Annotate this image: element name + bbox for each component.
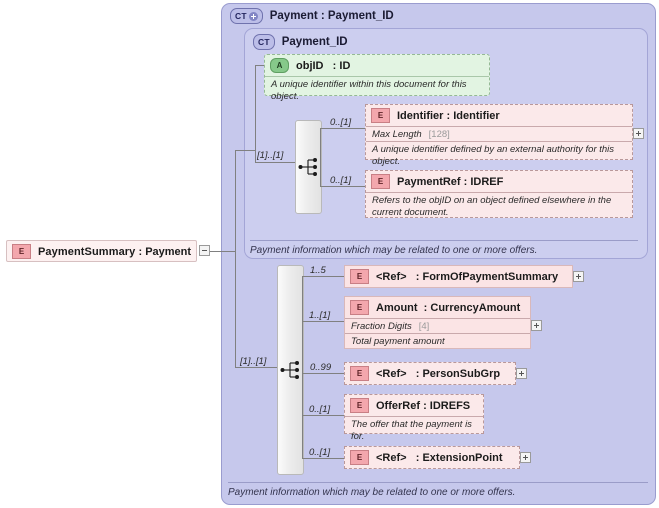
- cardinality-offer-ref: 0..[1]: [309, 404, 331, 415]
- outer-container-footer: Payment information which may be related…: [228, 482, 652, 498]
- cardinality-person-sub-grp: 0..99: [310, 362, 332, 373]
- root-collapse-toggle[interactable]: [199, 245, 210, 256]
- element-amount-description: Total payment amount: [345, 333, 530, 350]
- sequence-icon: [298, 158, 317, 176]
- element-identifier-description: A unique identifier defined by an extern…: [366, 141, 632, 170]
- root-element-payment-summary[interactable]: E PaymentSummary : Payment: [6, 240, 197, 262]
- complextype-icon: CT: [230, 8, 263, 24]
- element-person-sub-grp-title: <Ref> : PersonSubGrp: [376, 367, 501, 380]
- plus-icon[interactable]: [248, 11, 258, 21]
- element-amount-title: Amount : CurrencyAmount: [376, 301, 521, 314]
- element-identifier-title: Identifier : Identifier: [397, 109, 500, 122]
- attribute-objid-description: A unique identifier within this document…: [265, 76, 489, 105]
- attribute-objid[interactable]: A objID : ID A unique identifier within …: [264, 54, 490, 102]
- element-person-sub-grp-expand-toggle[interactable]: [516, 368, 527, 379]
- element-icon-offer-ref: E: [350, 398, 369, 413]
- outer-container-title: Payment : Payment_ID: [269, 10, 394, 22]
- element-amount-facet: Fraction Digits[4]: [345, 318, 530, 333]
- element-identifier-expand-toggle[interactable]: [633, 128, 644, 139]
- outer-footer-text: Payment information which may be related…: [228, 487, 516, 498]
- cardinality-form-of-payment: 1..5: [310, 265, 326, 276]
- element-offer-ref-description: The offer that the payment is for.: [345, 416, 483, 445]
- complextype-icon-inner: CT: [253, 34, 275, 50]
- element-amount-expand-toggle[interactable]: [531, 320, 542, 331]
- cardinality-extension-point: 0..[1]: [309, 447, 331, 458]
- sequence-icon-lower: [280, 361, 299, 379]
- root-element-title: PaymentSummary : Payment: [38, 245, 192, 258]
- element-form-of-payment-summary[interactable]: E <Ref> : FormOfPaymentSummary: [344, 265, 573, 288]
- element-amount[interactable]: E Amount : CurrencyAmount Fraction Digit…: [344, 296, 531, 349]
- element-icon-amount: E: [350, 300, 369, 315]
- element-offer-ref[interactable]: E OfferRef : IDREFS The offer that the p…: [344, 394, 484, 442]
- cardinality-lower-sequence: [1]..[1]: [240, 356, 267, 367]
- sequence-compositor-upper[interactable]: [295, 120, 322, 214]
- attribute-icon: A: [270, 58, 289, 73]
- element-identifier[interactable]: E Identifier : Identifier Max Length[128…: [365, 104, 633, 167]
- inner-container-header: CT Payment_ID: [253, 34, 348, 50]
- element-payment-ref-description: Refers to the objID on an object defined…: [366, 192, 632, 221]
- outer-container-header: CT Payment : Payment_ID: [230, 8, 394, 24]
- cardinality-payment-ref: 0..[1]: [330, 175, 352, 186]
- element-payment-ref-title: PaymentRef : IDREF: [397, 175, 504, 188]
- element-icon-person-sub-grp: E: [350, 366, 369, 381]
- element-identifier-facet: Max Length[128]: [366, 126, 632, 141]
- complextype-badge-label-inner: CT: [258, 36, 270, 47]
- complextype-badge-label: CT: [235, 10, 247, 21]
- element-icon-form-of-payment: E: [350, 269, 369, 284]
- element-form-of-payment-title: <Ref> : FormOfPaymentSummary: [376, 270, 559, 283]
- element-extension-point[interactable]: E <Ref> : ExtensionPoint: [344, 446, 520, 469]
- cardinality-amount: 1..[1]: [309, 310, 331, 321]
- element-extension-point-title: <Ref> : ExtensionPoint: [376, 451, 503, 464]
- element-icon: E: [12, 244, 31, 259]
- element-person-sub-grp[interactable]: E <Ref> : PersonSubGrp: [344, 362, 516, 385]
- element-form-of-payment-expand-toggle[interactable]: [573, 271, 584, 282]
- element-icon-identifier: E: [371, 108, 390, 123]
- element-extension-point-expand-toggle[interactable]: [520, 452, 531, 463]
- element-icon-extension-point: E: [350, 450, 369, 465]
- inner-container-footer: Payment information which may be related…: [250, 240, 642, 256]
- element-icon-payment-ref: E: [371, 174, 390, 189]
- cardinality-inner-sequence: [1]..[1]: [257, 150, 284, 161]
- sequence-compositor-lower[interactable]: [277, 265, 304, 475]
- element-payment-ref[interactable]: E PaymentRef : IDREF Refers to the objID…: [365, 170, 633, 218]
- cardinality-identifier: 0..[1]: [330, 117, 352, 128]
- element-offer-ref-title: OfferRef : IDREFS: [376, 399, 471, 412]
- inner-container-title: Payment_ID: [281, 36, 348, 48]
- inner-footer-text: Payment information which may be related…: [250, 245, 538, 256]
- attribute-objid-title: objID : ID: [296, 59, 351, 72]
